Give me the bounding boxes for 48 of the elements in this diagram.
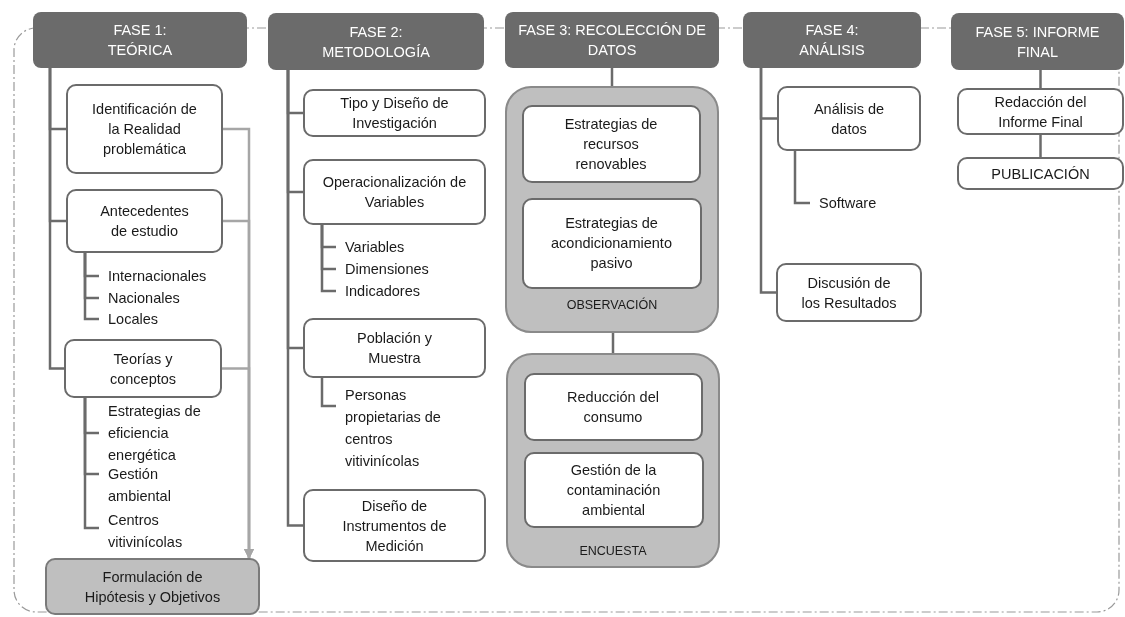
connector-line — [286, 70, 303, 527]
process-box: Análisis de datos — [777, 86, 921, 151]
phase-header: FASE 3: RECOLECCIÓN DE DATOS — [505, 12, 719, 68]
list-item-text: Centros vitivinícolas — [99, 509, 224, 553]
list-item-text: Indicadores — [336, 280, 466, 302]
process-box: Identificación de la Realidad problemática — [66, 84, 223, 174]
phase-header: FASE 4: ANÁLISIS — [743, 12, 921, 68]
list-item-text: Variables — [336, 236, 466, 258]
list-item-text: Dimensiones — [336, 258, 466, 280]
process-box: Población y Muestra — [303, 318, 486, 378]
phase-header: FASE 1: TEÓRICA — [33, 12, 247, 68]
connector-line — [83, 398, 99, 530]
group-label: OBSERVACIÓN — [565, 297, 659, 313]
group-label: ENCUESTA — [578, 543, 648, 559]
list-item-text: Personas propietarias de centros vitivinícolas — [336, 384, 461, 472]
process-box: Diseño de Instrumentos de Medición — [303, 489, 486, 562]
list-item-text: Locales — [99, 308, 229, 330]
connector-line — [611, 333, 615, 353]
connector-line — [320, 225, 336, 293]
connector-line — [320, 378, 336, 408]
connector-line — [83, 253, 99, 321]
connector-line — [759, 68, 776, 294]
phase-header: FASE 2: METODOLOGÍA — [268, 13, 484, 70]
process-box: Estrategias de recursos renovables — [521, 104, 701, 183]
process-box: Gestión de la contaminación ambiental — [523, 451, 704, 528]
list-item-text: Nacionales — [99, 287, 229, 309]
process-box: PUBLICACIÓN — [957, 157, 1124, 190]
process-box: Redacción del Informe Final — [957, 88, 1124, 135]
process-box: Operacionalización de Variables — [303, 159, 486, 225]
list-item-text: Estrategias de eficiencia energética — [99, 400, 224, 466]
list-item-text: Gestión ambiental — [99, 463, 224, 507]
process-box: Teorías y conceptos — [64, 339, 222, 398]
group-panel — [506, 353, 720, 568]
phase-header: FASE 5: INFORME FINAL — [951, 13, 1124, 70]
connector-line — [48, 68, 64, 370]
process-box: Tipo y Diseño de Investigación — [303, 89, 486, 137]
connector-line — [793, 151, 810, 205]
connector-line — [1039, 70, 1042, 88]
arrow — [222, 367, 254, 559]
process-box: Reducción del consumo — [523, 372, 703, 441]
process-box: Estrategias de acondicionamiento pasivo — [521, 197, 702, 289]
result-box: Formulación de Hipótesis y Objetivos — [45, 558, 260, 615]
list-item-text: Internacionales — [99, 265, 229, 287]
process-box: Antecedentes de estudio — [66, 189, 223, 253]
process-box: Discusión de los Resultados — [776, 263, 922, 322]
group-panel — [505, 86, 719, 333]
connector-line — [1039, 135, 1042, 157]
list-item-text: Software — [810, 192, 900, 214]
